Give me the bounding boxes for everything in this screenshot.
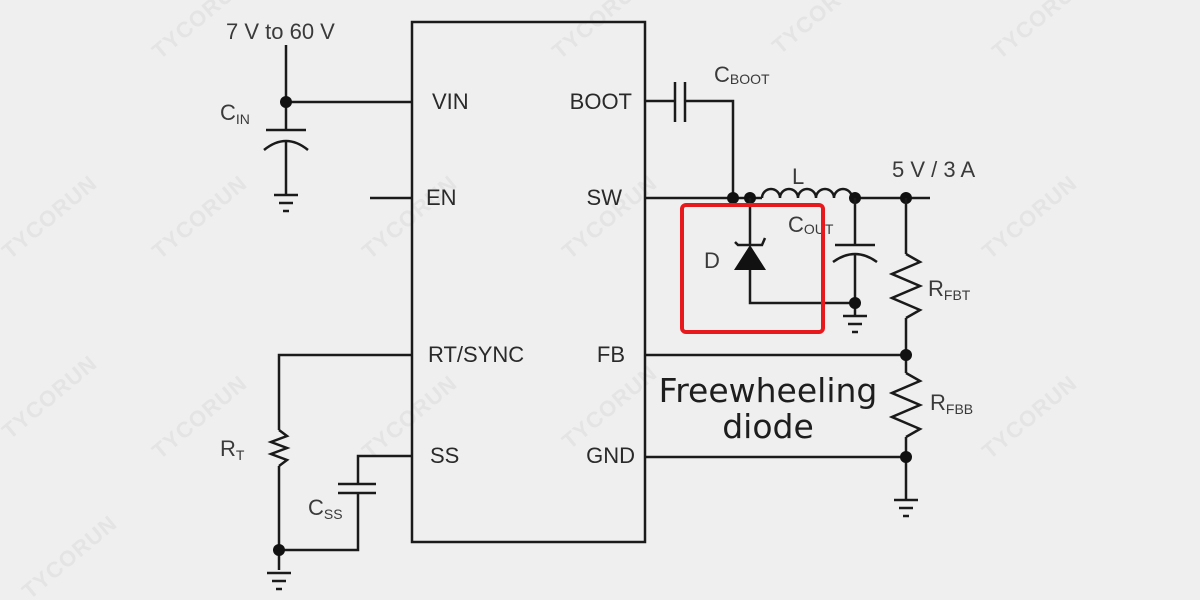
watermark: TYCORUN: [547, 0, 652, 64]
watermark: TYCORUN: [0, 350, 102, 444]
inductor-coil: [760, 187, 854, 199]
pin-boot-label: BOOT: [570, 89, 632, 114]
cout-label: COUT: [788, 212, 834, 237]
pin-fb-label: FB: [597, 342, 625, 367]
watermark: TYCORUN: [987, 0, 1092, 64]
watermark: TYCORUN: [0, 170, 102, 264]
ground-icon: [894, 498, 918, 518]
pin-vin-label: VIN: [432, 89, 469, 114]
diode-highlight-box: [680, 203, 825, 334]
cboot-label: CBOOT: [714, 62, 770, 87]
pin-gnd-label: GND: [586, 443, 635, 468]
diode-cathode: [734, 237, 767, 247]
junction-dot: [280, 96, 292, 108]
diode-triangle: [734, 245, 766, 270]
rfbb-resistor: [888, 371, 924, 439]
ground-icon: [267, 571, 291, 591]
input-voltage-label: 7 V to 60 V: [226, 19, 335, 44]
rfbb-label: RFBB: [930, 390, 973, 417]
watermark: TYCORUN: [17, 510, 122, 600]
watermark: TYCORUN: [977, 370, 1082, 464]
rt-resistor: [267, 429, 291, 467]
pin-ss-label: SS: [430, 443, 459, 468]
output-rating-label: 5 V / 3 A: [892, 157, 975, 182]
annotation-line1: Freewheeling: [659, 371, 878, 410]
watermark: TYCORUN: [977, 170, 1082, 264]
ic-body: [410, 20, 647, 544]
ground-icon: [274, 193, 298, 213]
junction-dot: [727, 192, 739, 204]
rt-ss-network: RT CSS: [220, 353, 412, 591]
junction-dot: [900, 349, 912, 361]
input-network: 7 V to 60 V CIN: [220, 19, 412, 213]
junction-dot: [849, 297, 861, 309]
diode-label: D: [704, 248, 720, 273]
watermark: TYCORUN: [147, 170, 252, 264]
ground-icon: [843, 314, 867, 334]
pin-sw-label: SW: [587, 185, 623, 210]
rfbt-label: RFBT: [928, 276, 971, 303]
rt-label: RT: [220, 436, 245, 463]
junction-dot: [900, 451, 912, 463]
annotation-line2: diode: [722, 407, 814, 446]
junction-dot: [273, 544, 285, 556]
pin-rtsync-label: RT/SYNC: [428, 342, 524, 367]
output-network: CBOOT L 5 V / 3 A D COUT RFBT: [645, 62, 975, 518]
pin-en-label: EN: [426, 185, 457, 210]
inductor-label: L: [792, 164, 804, 189]
rfbt-resistor: [888, 252, 924, 320]
css-label: CSS: [308, 495, 343, 522]
watermark: TYCORUN: [767, 0, 872, 59]
cin-label: CIN: [220, 100, 250, 127]
